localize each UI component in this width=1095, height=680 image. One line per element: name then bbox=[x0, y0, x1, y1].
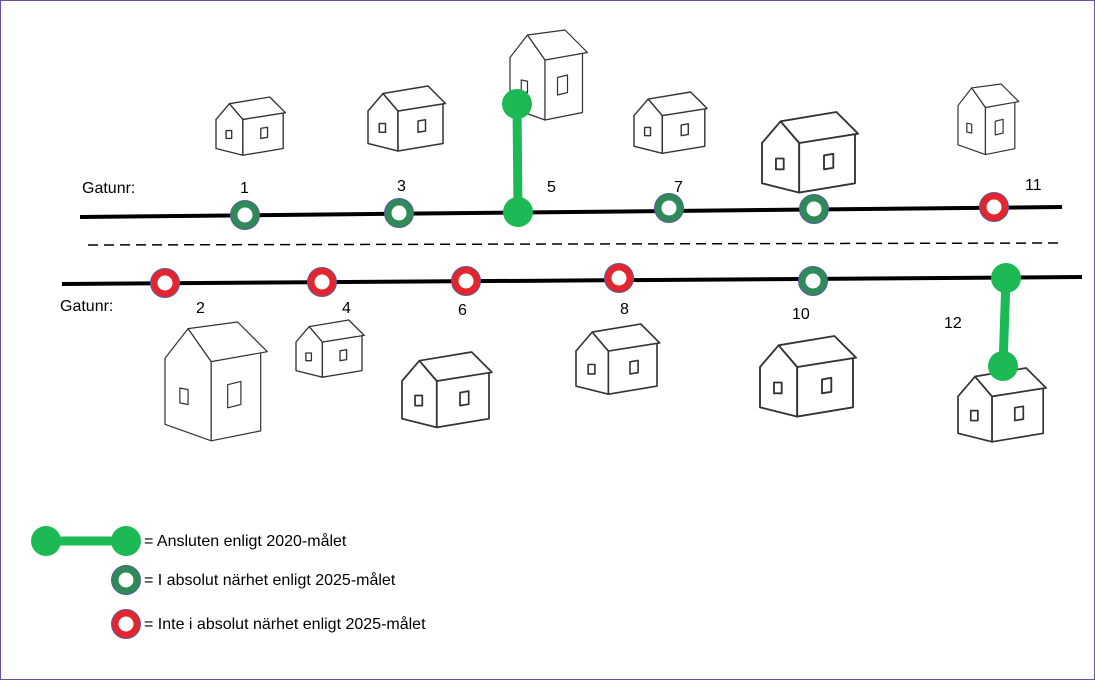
street-number-5: 5 bbox=[547, 179, 556, 196]
marker-street-1-green-ring-icon bbox=[230, 200, 260, 230]
legend-not-near-label: = Inte i absolut närhet enligt 2025-måle… bbox=[144, 615, 426, 633]
street-number-10: 10 bbox=[792, 306, 810, 323]
legend-red-ring-icon bbox=[111, 609, 141, 639]
legend: = Ansluten enligt 2020-målet = I absolut… bbox=[31, 526, 426, 639]
street-bottom-label: Gatunr: bbox=[60, 298, 113, 315]
street-top-line bbox=[79, 205, 1063, 219]
street-number-7: 7 bbox=[674, 179, 683, 196]
house-icon-2 bbox=[164, 321, 268, 442]
legend-green-ring-icon bbox=[111, 565, 141, 595]
street-number-8: 8 bbox=[620, 301, 629, 318]
house-icon-11 bbox=[957, 83, 1020, 156]
marker-street-2-red-ring-icon bbox=[150, 268, 180, 298]
house-icon-3 bbox=[367, 85, 447, 152]
house-icon-6 bbox=[401, 351, 493, 429]
street-top-label: Gatunr: bbox=[82, 180, 135, 197]
street-number-2: 2 bbox=[196, 300, 205, 317]
street-number-12: 12 bbox=[944, 315, 962, 332]
street-number-3: 3 bbox=[397, 178, 406, 195]
street-number-1: 1 bbox=[240, 180, 249, 197]
house-icon-12 bbox=[957, 367, 1047, 443]
houses-group bbox=[164, 29, 1047, 443]
house-icon-7 bbox=[633, 91, 708, 155]
street-number-6: 6 bbox=[458, 302, 467, 319]
house-icon-8 bbox=[575, 323, 661, 396]
street-bottom-line bbox=[61, 275, 1083, 286]
house-icon-10 bbox=[759, 335, 858, 418]
marker-street-6-red-ring-icon bbox=[451, 266, 481, 296]
house-icon-5 bbox=[509, 29, 589, 121]
markers-group bbox=[150, 89, 1021, 381]
marker-street-8-red-ring-icon bbox=[604, 263, 634, 293]
legend-connected-label: = Ansluten enligt 2020-målet bbox=[144, 532, 347, 550]
street-divider-dashed bbox=[87, 242, 1063, 246]
marker-street-12-connected-marker-icon bbox=[988, 263, 1021, 381]
legend-near-label: = I absolut närhet enligt 2025-målet bbox=[144, 571, 396, 589]
street-number-4: 4 bbox=[342, 300, 351, 317]
house-icon-9 bbox=[761, 111, 860, 194]
marker-street-9-green-ring-icon bbox=[799, 194, 829, 224]
legend-connected-icon bbox=[31, 526, 141, 556]
marker-street-7-green-ring-icon bbox=[654, 193, 684, 223]
street-number-11: 11 bbox=[1025, 177, 1042, 194]
house-icon-1 bbox=[215, 96, 287, 156]
house-icon-4 bbox=[295, 319, 365, 378]
marker-street-10-green-ring-icon bbox=[798, 266, 828, 296]
marker-street-5-connected-marker-icon bbox=[502, 89, 533, 227]
marker-street-3-green-ring-icon bbox=[384, 198, 414, 228]
marker-street-4-red-ring-icon bbox=[307, 267, 337, 297]
marker-street-11-red-ring-icon bbox=[979, 192, 1009, 222]
